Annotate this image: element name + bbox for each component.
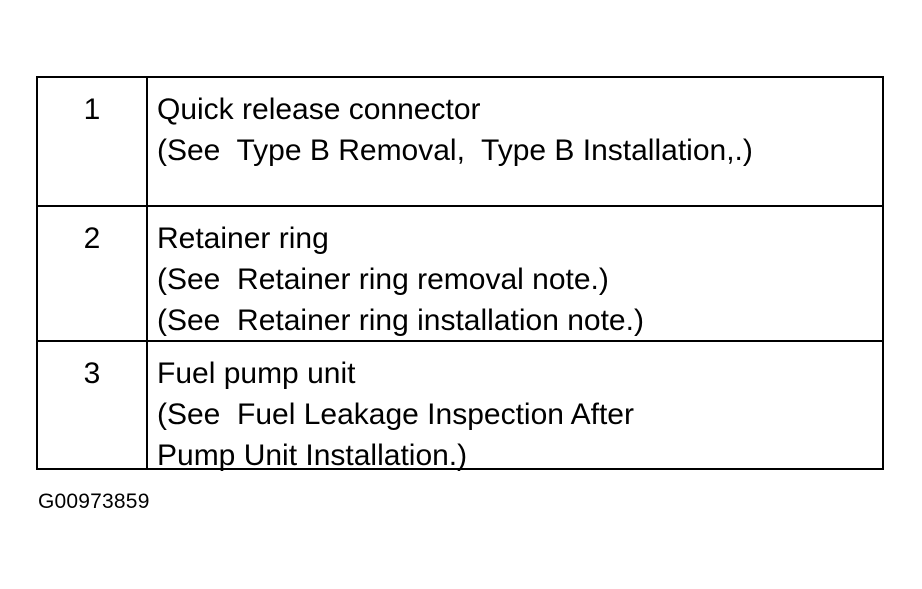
part-description-cell: Retainer ring (See Retainer ring removal… [148, 207, 882, 341]
description-line: Retainer ring [157, 222, 329, 255]
table-row: 3 Fuel pump unit (See Fuel Leakage Inspe… [38, 340, 882, 472]
description-line: (See Fuel Leakage Inspection After [157, 398, 634, 431]
description-line: (See Retainer ring removal note.) [157, 263, 609, 296]
description-line: Quick release connector [157, 93, 481, 126]
part-description-cell: Fuel pump unit (See Fuel Leakage Inspect… [148, 342, 882, 476]
column-divider [146, 207, 148, 340]
description-line: Pump Unit Installation.) [157, 439, 468, 472]
figure-caption: G00973859 [38, 490, 150, 513]
description-line: (See Type B Removal, Type B Installation… [157, 134, 753, 167]
table-row: 1 Quick release connector (See Type B Re… [38, 78, 882, 205]
description-line: Fuel pump unit [157, 357, 356, 390]
column-divider [146, 342, 148, 468]
column-divider [146, 78, 148, 205]
part-description-cell: Quick release connector (See Type B Remo… [148, 78, 882, 171]
part-number-cell: 1 [83, 93, 101, 126]
parts-table: 1 Quick release connector (See Type B Re… [36, 76, 884, 472]
description-line: (See Retainer ring installation note.) [157, 304, 644, 337]
part-number-cell: 3 [83, 357, 101, 390]
table-row: 2 Retainer ring (See Retainer ring remov… [38, 205, 882, 340]
part-number-cell: 2 [83, 222, 101, 255]
